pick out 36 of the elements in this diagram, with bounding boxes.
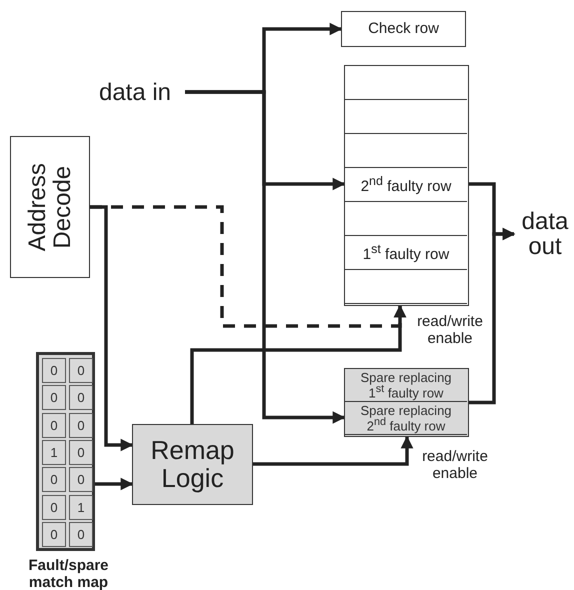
- table-cell: 0: [69, 385, 93, 410]
- node-label: Check row: [368, 21, 439, 37]
- table-cell: 0: [69, 412, 93, 438]
- node-label: Remap Logic: [150, 437, 236, 492]
- spare-rows-box: [344, 368, 469, 437]
- signal-label: read/write enable: [416, 314, 484, 347]
- arrow: [185, 90, 346, 424]
- signal-label: read/write enable: [421, 449, 489, 482]
- memory-array: [344, 65, 469, 306]
- node-label: Spare replacing 2$^{nd}$ faulty row: [359, 404, 453, 432]
- table-caption: Fault/spare match map: [27, 558, 110, 590]
- table-cell: 0: [42, 467, 66, 492]
- table-cell: 0: [69, 467, 93, 492]
- check-row-box: [341, 11, 466, 47]
- node-label: 1$^{st}$ faulty row: [362, 242, 450, 262]
- node-label: Spare replacing 1$^{st}$ faulty row: [359, 370, 453, 400]
- node-label: Address Decode: [24, 162, 76, 254]
- table-cell: 0: [42, 412, 66, 438]
- arrow: [253, 436, 414, 466]
- table-cell: 1: [42, 440, 66, 465]
- arrow: [95, 478, 134, 490]
- address-decode-box: [10, 136, 90, 278]
- table-cell: 0: [69, 358, 93, 383]
- table-cell: 0: [42, 522, 66, 547]
- table-cell: 0: [69, 522, 93, 547]
- signal-label: data in: [98, 80, 172, 106]
- table-cell: 0: [42, 385, 66, 410]
- table-cell: 0: [42, 494, 66, 520]
- signal-label: data out: [520, 208, 570, 260]
- table-cell: 0: [69, 440, 93, 465]
- arrow: [469, 228, 516, 404]
- remap-logic-box: [132, 424, 253, 505]
- table-cell: 1: [69, 494, 93, 520]
- node-label: 2$^{nd}$ faulty row: [360, 174, 452, 194]
- arrow: [190, 304, 406, 424]
- table-cell: 0: [42, 358, 66, 383]
